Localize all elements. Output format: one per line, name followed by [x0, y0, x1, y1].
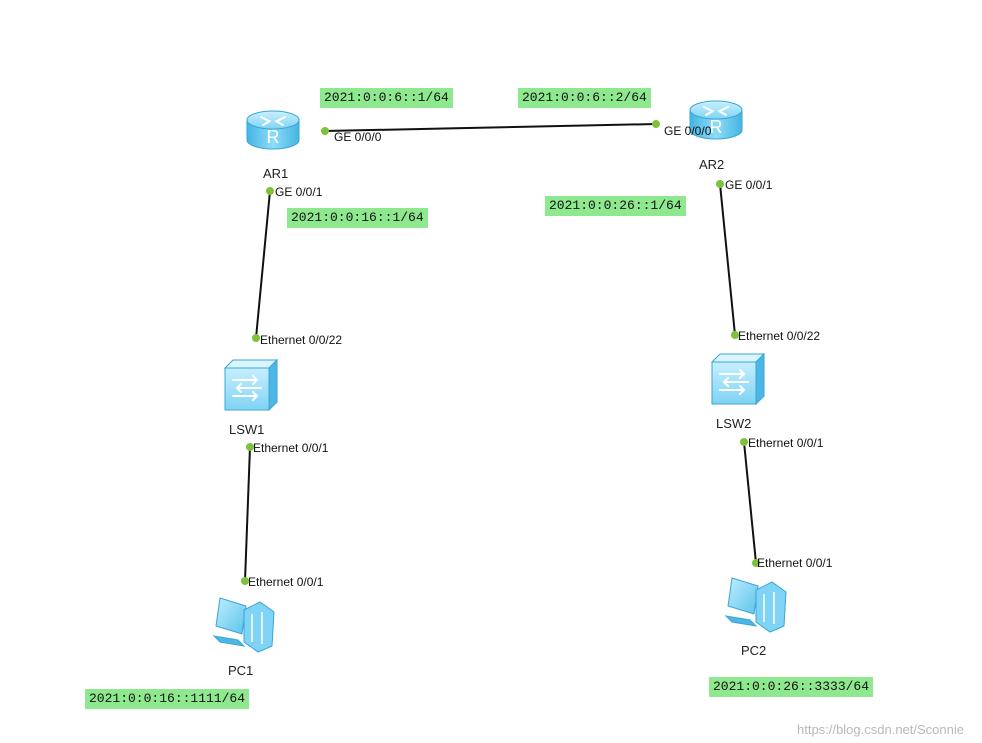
link-lsw2-pc2 — [743, 441, 757, 564]
port-dot-ar1-ge000 — [321, 127, 329, 135]
port-dot-ar2-ge000 — [652, 120, 660, 128]
address-ar2-ge000: 2021:0:0:6::2/64 — [518, 88, 651, 108]
link-ar1-lsw1 — [255, 190, 271, 339]
port-dot-lsw1-eth22 — [252, 334, 260, 342]
switch-lsw1[interactable] — [223, 358, 279, 412]
address-ar1-ge000: 2021:0:0:6::1/64 — [320, 88, 453, 108]
watermark: https://blog.csdn.net/Sconnie — [797, 722, 964, 737]
router-ar1[interactable]: R — [246, 110, 300, 150]
switch-lsw2[interactable] — [710, 352, 766, 406]
port-label-ar2-ge001: GE 0/0/1 — [725, 178, 773, 192]
port-label-ar1-ge001: GE 0/0/1 — [275, 185, 323, 199]
pc1[interactable] — [212, 597, 275, 653]
port-dot-lsw2-eth22 — [731, 331, 739, 339]
port-dot-lsw1-eth1 — [246, 443, 254, 451]
ar1-label: AR1 — [263, 166, 288, 181]
pc2[interactable] — [724, 577, 787, 633]
port-dot-ar2-ge001 — [716, 180, 724, 188]
router-icon: R — [689, 100, 743, 140]
pc2-label: PC2 — [741, 643, 766, 658]
pc-icon — [724, 577, 787, 633]
address-ar1-ge001: 2021:0:0:16::1/64 — [287, 208, 428, 228]
router-ar2[interactable]: R — [689, 100, 743, 140]
svg-text:R: R — [267, 127, 280, 147]
pc1-label: PC1 — [228, 663, 253, 678]
link-ar1-ar2 — [324, 123, 657, 132]
port-dot-ar1-ge001 — [266, 187, 274, 195]
address-pc2: 2021:0:0:26::3333/64 — [709, 677, 874, 697]
port-label-lsw2-eth22: Ethernet 0/0/22 — [738, 329, 820, 343]
ar2-label: AR2 — [699, 157, 724, 172]
link-ar2-lsw2 — [719, 183, 736, 336]
port-label-ar2-ge000: GE 0/0/0 — [664, 124, 712, 138]
port-label-lsw1-eth1: Ethernet 0/0/1 — [253, 441, 329, 455]
port-dot-pc2-eth1 — [752, 559, 760, 567]
port-dots — [241, 120, 760, 585]
pc-icon — [212, 597, 275, 653]
switch-icon — [223, 358, 279, 412]
port-label-lsw2-eth1: Ethernet 0/0/1 — [748, 436, 824, 450]
lsw2-label: LSW2 — [716, 416, 751, 431]
port-dot-lsw2-eth1 — [740, 438, 748, 446]
port-label-pc2-eth1: Ethernet 0/0/1 — [757, 556, 833, 570]
port-dot-pc1-eth1 — [241, 577, 249, 585]
link-lsw1-pc1 — [244, 446, 251, 582]
switch-icon — [710, 352, 766, 406]
address-ar2-ge001: 2021:0:0:26::1/64 — [545, 196, 686, 216]
port-label-pc1-eth1: Ethernet 0/0/1 — [248, 575, 324, 589]
svg-text:R: R — [710, 117, 723, 137]
lsw1-label: LSW1 — [229, 422, 264, 437]
port-label-ar1-ge000: GE 0/0/0 — [334, 130, 382, 144]
port-label-lsw1-eth22: Ethernet 0/0/22 — [260, 333, 342, 347]
address-pc1: 2021:0:0:16::1111/64 — [85, 689, 250, 709]
router-icon: R — [246, 110, 300, 150]
